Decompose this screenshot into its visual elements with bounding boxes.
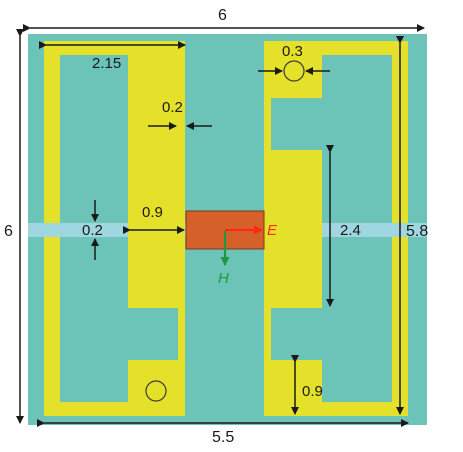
left-lower-stub	[178, 308, 185, 360]
bottom-gap-label: 0.9	[302, 383, 323, 400]
right-lower-stub	[264, 308, 271, 360]
top-arm-label: 2.15	[92, 55, 121, 72]
top-via-circle	[283, 60, 305, 82]
outer-height-label: 6	[4, 223, 13, 240]
left-lower-block	[128, 360, 185, 416]
bottom-via-circle	[145, 380, 167, 402]
right-strip-gap	[322, 223, 408, 237]
right-center-block	[264, 150, 322, 308]
center-length-label: 2.4	[340, 222, 361, 239]
left-center-stub	[178, 98, 185, 150]
feed-offset-label: 0.9	[142, 204, 163, 221]
outer-width-label: 6	[218, 7, 227, 24]
e-field-label: E	[267, 222, 278, 239]
bottom-width-label: 5.5	[212, 429, 234, 446]
right-center-stub	[264, 98, 271, 150]
circle-gap-label: 0.3	[282, 43, 303, 60]
left-strip-gap	[44, 223, 128, 237]
inner-height-label: 5.8	[406, 223, 428, 240]
strip-gap-label: 0.2	[82, 222, 103, 239]
notch-gap-label: 0.2	[162, 99, 183, 116]
h-field-label: H	[218, 270, 229, 287]
left-upper-block	[128, 41, 185, 98]
